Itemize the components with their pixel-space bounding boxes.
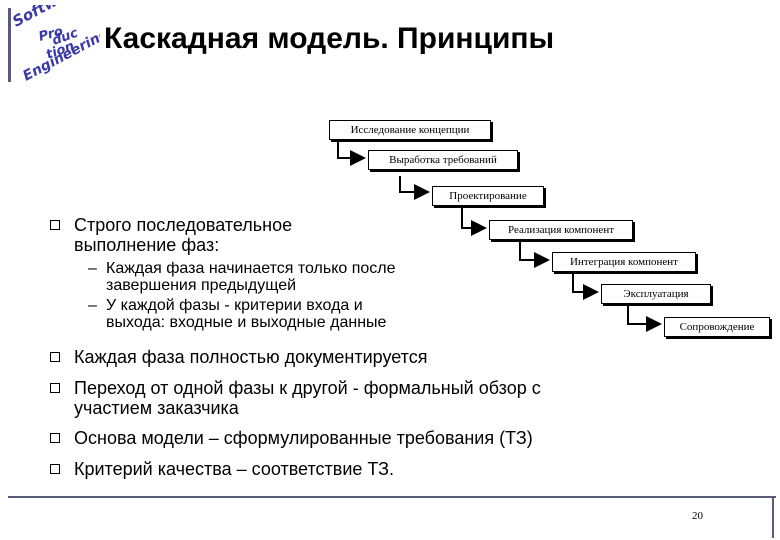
arrow-6 [627, 302, 662, 332]
subitem-2-line-1: У каждой фазы - критерии входа и [106, 297, 363, 314]
subitem-1-dash: – [88, 260, 97, 277]
bullet-1-line-2: выполнение фаз: [74, 235, 220, 255]
phase-box-maintenance: Сопровождение [664, 317, 770, 337]
subitem-2-line-2: выхода: входные и выходные данные [106, 314, 387, 331]
bullet-marker [50, 220, 60, 230]
phase-box-implementation: Реализация компонент [489, 220, 633, 240]
arrow-5 [572, 270, 599, 300]
bullet-4-line-1: Основа модели – сформулированные требова… [74, 428, 533, 448]
logo: Software Pro duc tion Engineering [9, 0, 111, 85]
arrow-4 [519, 238, 550, 268]
footer-rule [8, 496, 776, 498]
bullet-marker [50, 383, 60, 393]
bullet-2-line-1: Каждая фаза полностью документируется [74, 347, 428, 367]
footer-right-rule [772, 496, 774, 538]
bullet-1-line-1: Строго последовательное [74, 215, 293, 235]
subitem-1-line-2: завершения предыдущей [106, 277, 297, 294]
arrow-1 [337, 138, 366, 166]
phase-box-concept: Исследование концепции [329, 120, 491, 140]
logo-word-pro: Pro [37, 24, 65, 45]
bullet-marker [50, 352, 60, 362]
arrow-2 [399, 176, 430, 200]
phase-box-operation: Эксплуатация [601, 284, 711, 304]
arrow-3 [461, 206, 487, 236]
bullet-3-line-2: участием заказчика [74, 398, 239, 418]
bullet-5-line-1: Критерий качества – соответствие ТЗ. [74, 459, 395, 479]
subitem-2-dash: – [88, 297, 97, 314]
phase-box-requirements: Выработка требований [368, 150, 518, 170]
bullet-marker [50, 464, 60, 474]
slide-title: Каскадная модель. Принципы [104, 22, 555, 55]
subitem-1-line-1: Каждая фаза начинается только после [106, 260, 396, 277]
phase-box-integration: Интеграция компонент [552, 252, 696, 272]
slide-left-rule [8, 8, 11, 82]
logo-graphic: Software Pro duc tion Engineering [9, 0, 111, 85]
phase-box-design: Проектирование [432, 186, 544, 206]
bullet-3-line-1: Переход от одной фазы к другой - формаль… [74, 378, 541, 398]
bullet-marker [50, 433, 60, 443]
page-number: 20 [692, 510, 703, 522]
